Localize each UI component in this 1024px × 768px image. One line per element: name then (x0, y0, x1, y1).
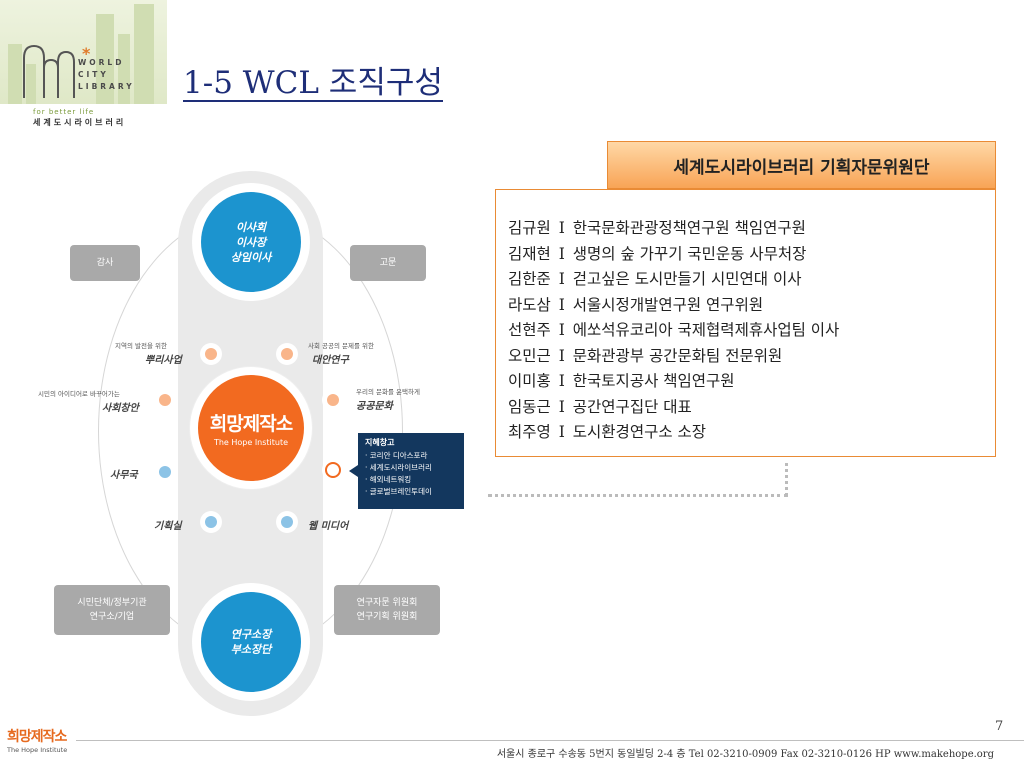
committee-member: 김재현 I 생명의 숲 가꾸기 국민운동 사무처장 (508, 242, 839, 268)
committee-member: 이미홍 I 한국토지공사 책임연구원 (508, 369, 839, 395)
committee-member: 선현주 I 에쏘석유코리아 국제협력제휴사업팀 이사 (508, 318, 839, 344)
logo-tagline: for better life (33, 108, 95, 116)
footer-logo: 희망제작소 The Hope Institute (7, 726, 75, 764)
member-separator: I (558, 219, 565, 237)
committee-member: 김규원 I 한국문화관광정책연구원 책임연구원 (508, 216, 839, 242)
committee-member: 최주영 I 도시환경연구소 소장 (508, 420, 839, 446)
planning-label: 기획실 (154, 521, 182, 532)
member-role: 생명의 숲 가꾸기 국민운동 사무처장 (572, 244, 807, 263)
wisdom-box: 지혜창고 · 코리안 디아스포라 · 세계도시라이브러리 · 해외네트워킹 · … (358, 433, 464, 509)
library-building-icon (23, 44, 75, 98)
member-name: 선현주 (508, 321, 551, 339)
member-name: 오민근 (508, 346, 551, 365)
member-role: 서울시정개발연구원 연구위원 (572, 295, 764, 314)
member-role: 공간연구집단 대표 (572, 397, 692, 416)
audit-box: 감사 (70, 245, 140, 281)
office-dot (154, 461, 176, 483)
footer-address: 서울시 종로구 수송동 5번지 동일빌딩 2-4 층 Tel 02-3210-0… (496, 749, 994, 760)
committee-panel (495, 189, 996, 457)
hope-institute-circle: 희망제작소 The Hope Institute (190, 367, 312, 489)
member-role: 에쏘석유코리아 국제협력제휴사업팀 이사 (572, 321, 840, 339)
logo-wordmark: WORLD CITY LIBRARY (78, 58, 135, 91)
alternative-label: 대안연구 (312, 355, 349, 366)
member-name: 임동근 (508, 397, 551, 416)
page-title: 1-5 WCL 조직구성 (183, 65, 443, 102)
social-dot (154, 389, 176, 411)
member-separator: I (558, 321, 565, 339)
member-separator: I (558, 244, 565, 263)
member-role: 한국문화관광정책연구원 책임연구원 (572, 219, 806, 237)
advisor-box: 고문 (350, 245, 426, 281)
footer-logo-korean: 희망제작소 (7, 729, 67, 745)
page-number: 7 (995, 719, 1004, 734)
wisdom-pointer (349, 465, 358, 477)
member-name: 김규원 (508, 219, 551, 237)
member-name: 최주영 (508, 423, 551, 441)
member-separator: I (558, 397, 565, 416)
roots-desc: 지역의 발전을 위한 (115, 342, 167, 350)
member-separator: I (558, 346, 565, 365)
member-role: 걷고싶은 도시만들기 시민연대 이사 (572, 270, 802, 288)
footer-logo-english: The Hope Institute (7, 746, 68, 754)
committee-member: 김한준 I 걷고싶은 도시만들기 시민연대 이사 (508, 267, 839, 293)
org-chart: 감사 고문 이사회 이사장 상임이사 지역의 발전을 위한 뿌리사업 시민의 아… (30, 165, 480, 725)
director-circle: 연구소장 부소장단 (192, 583, 310, 701)
member-role: 도시환경연구소 소장 (572, 423, 707, 441)
member-name: 김재현 (508, 244, 551, 263)
member-role: 문화관광부 공간문화팀 전문위원 (572, 346, 783, 365)
social-label: 사회창안 (102, 403, 139, 414)
logo-star: * (82, 44, 91, 63)
connector-horizontal (488, 494, 788, 497)
member-role: 한국토지공사 책임연구원 (572, 372, 735, 390)
public-culture-label: 공공문화 (356, 401, 393, 412)
member-separator: I (558, 270, 565, 288)
member-separator: I (558, 423, 565, 441)
roots-dot (200, 343, 222, 365)
alternative-desc: 사회 공공의 문제를 위한 (308, 342, 374, 350)
civic-partners-box: 시민단체/정부기관 연구소/기업 (54, 585, 170, 635)
public-culture-desc: 우리의 문화를 윤택하게 (356, 388, 420, 396)
member-name: 김한준 (508, 270, 551, 288)
logo-banner: * WORLD CITY LIBRARY (0, 0, 167, 104)
committee-member: 오민근 I 문화관광부 공간문화팀 전문위원 (508, 344, 839, 370)
social-desc: 시민의 아이디어로 바꾸어가는 (38, 390, 120, 398)
member-name: 이미홍 (508, 372, 551, 390)
committee-member: 임동근 I 공간연구집단 대표 (508, 395, 839, 421)
logo-korean-name: 세계도시라이브러리 (33, 118, 127, 127)
roots-label: 뿌리사업 (145, 355, 182, 366)
footer-divider (76, 740, 1024, 741)
committee-title: 세계도시라이브러리 기획자문위원단 (607, 141, 996, 189)
committees-box: 연구자문 위원회 연구기획 위원회 (334, 585, 440, 635)
committee-member: 라도삼 I 서울시정개발연구원 연구위원 (508, 293, 839, 319)
web-media-label: 웹 미디어 (308, 521, 349, 532)
connector-vertical (785, 463, 788, 496)
web-media-dot (276, 511, 298, 533)
alternative-dot (276, 343, 298, 365)
member-separator: I (558, 295, 565, 314)
office-label: 사무국 (110, 470, 138, 481)
wisdom-dot (322, 459, 344, 481)
member-name: 라도삼 (508, 295, 551, 314)
member-separator: I (558, 372, 565, 390)
board-circle: 이사회 이사장 상임이사 (192, 183, 310, 301)
planning-dot (200, 511, 222, 533)
public-culture-dot (322, 389, 344, 411)
